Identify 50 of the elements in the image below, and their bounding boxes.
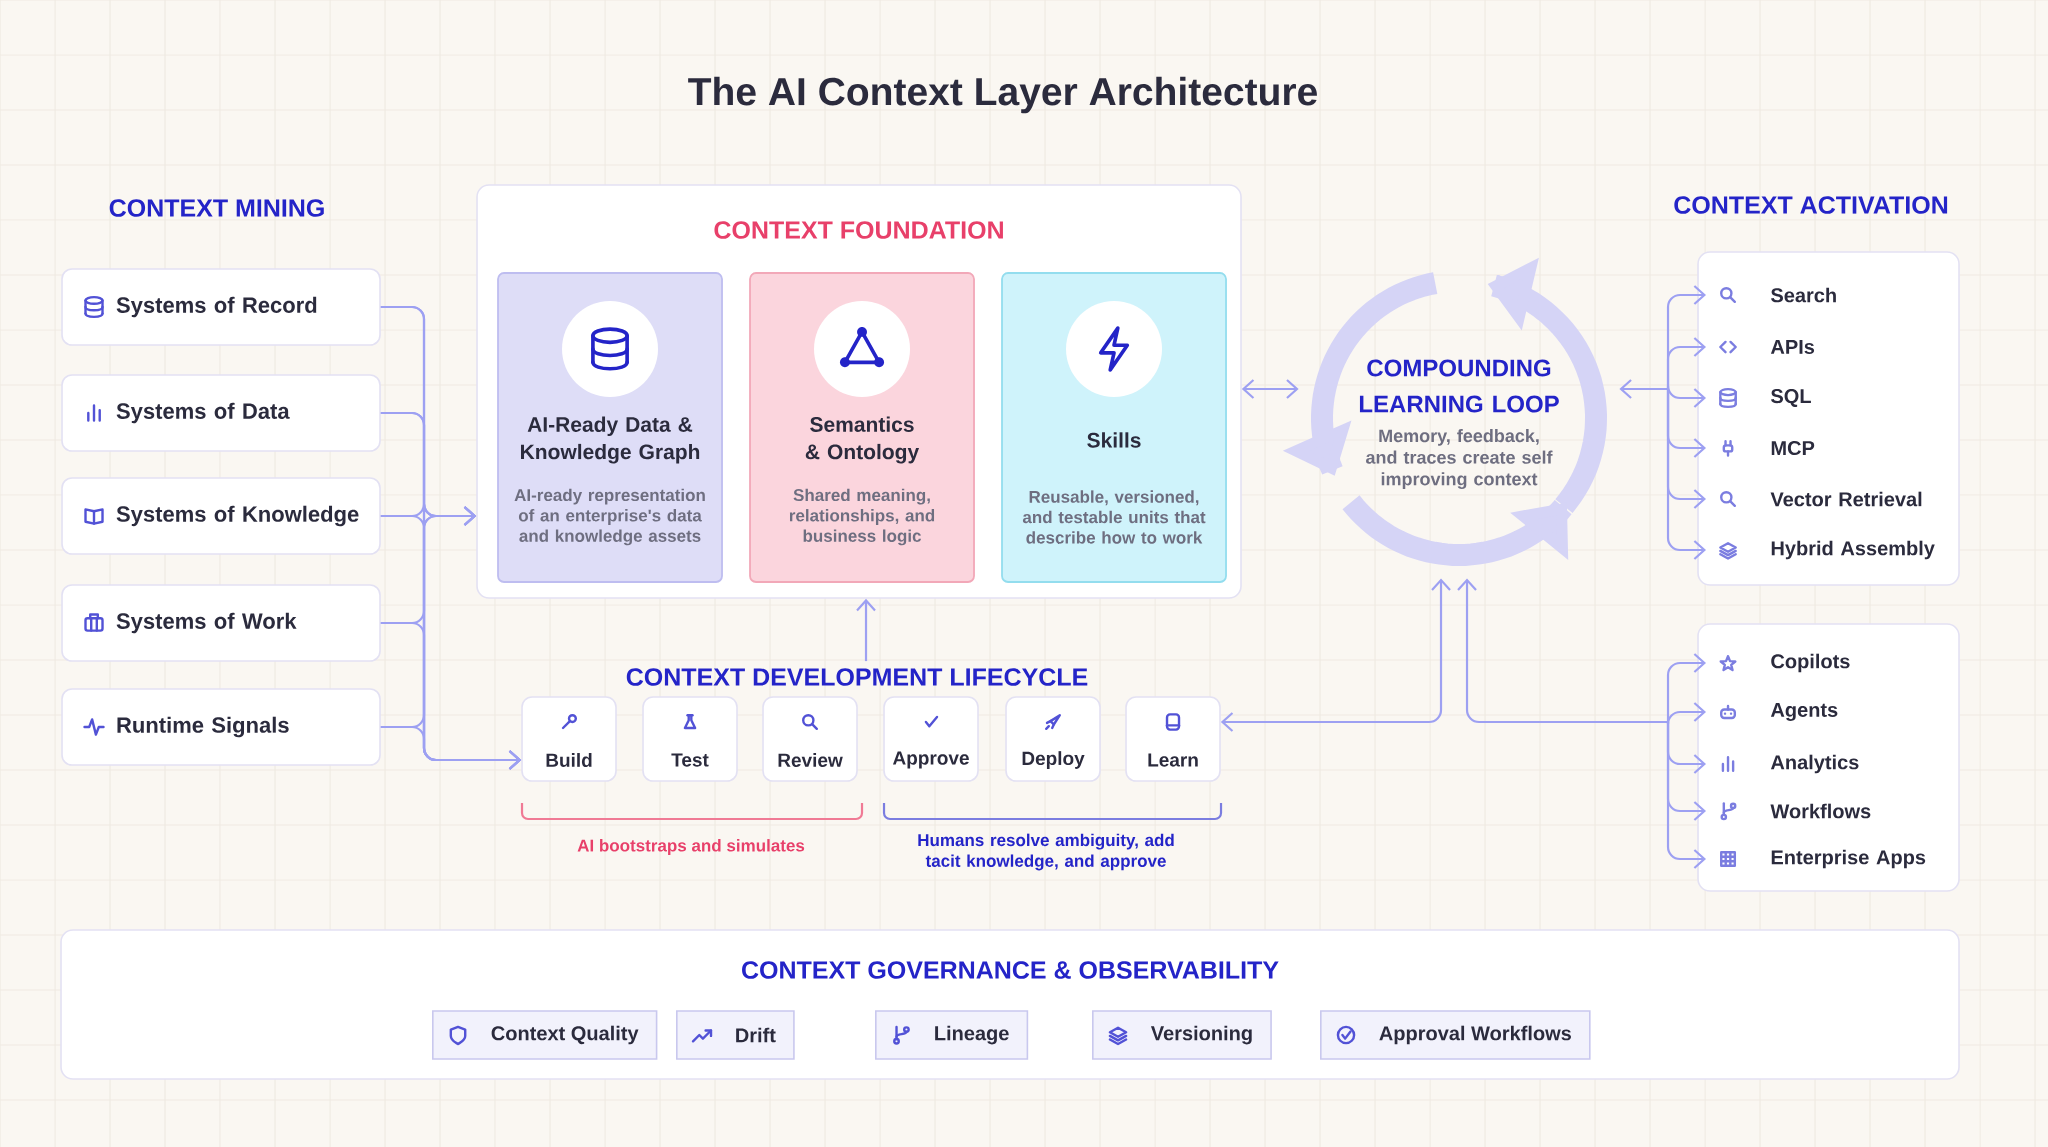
arrow xyxy=(1666,337,1707,389)
source-box: Systems of Work xyxy=(61,584,381,662)
stage-card: Deploy xyxy=(1005,696,1101,782)
activation-item: Enterprise Apps xyxy=(1771,849,1926,869)
activation-item: APIs xyxy=(1770,340,1815,354)
activation-item: SQL xyxy=(1771,389,1811,407)
stage-card: Test xyxy=(642,696,738,782)
layer-card: AI-Ready Data & Knowledge Graph AI-ready representation of an enterprise's data and knowledge assets xyxy=(497,272,723,583)
section-heading: CONTEXT MINING xyxy=(109,199,324,217)
layer-card: Skills Reusable, versioned, and testable units that describe how to work xyxy=(1001,272,1227,583)
arrow xyxy=(1666,389,1707,560)
source-box: Systems of Data xyxy=(61,374,381,452)
arrow xyxy=(1241,379,1299,399)
list-panel xyxy=(1697,623,1960,892)
title: The AI Context Layer Architecture xyxy=(688,76,1317,114)
stage-card: Approve xyxy=(883,696,979,782)
arrow xyxy=(1619,379,1668,399)
source-box: Systems of Knowledge xyxy=(61,477,381,555)
arrow xyxy=(1220,578,1451,732)
activation-item: Copilots xyxy=(1771,653,1850,673)
loop-heading: COMPOUNDING LEARNING LOOP xyxy=(1359,359,1559,413)
arrow xyxy=(856,598,876,662)
activation-item: Hybrid Assembly xyxy=(1771,540,1935,560)
activation-item: Vector Retrieval xyxy=(1770,491,1922,507)
section-heading: CONTEXT DEVELOPMENT LIFECYCLE xyxy=(626,668,1088,686)
activation-item: Workflows xyxy=(1770,803,1871,819)
activation-item: Search xyxy=(1771,287,1836,303)
activation-item: MCP xyxy=(1771,440,1815,456)
loop-description: Memory, feedback, and traces create self improving context xyxy=(1366,428,1553,490)
layer-card: Semantics & Ontology Shared meaning, relationships, and business logic xyxy=(749,272,975,583)
list-panel xyxy=(1697,251,1960,586)
annotation: Humans resolve ambiguity, add tacit knowledge, and approve xyxy=(918,833,1174,871)
governance-chip: Drift xyxy=(676,1010,795,1060)
annotation: AI bootstraps and simulates xyxy=(577,839,805,855)
source-box: Runtime Signals xyxy=(61,688,381,766)
stage-card: Review xyxy=(762,696,858,782)
arrow xyxy=(1666,653,1707,722)
stage-card: Learn xyxy=(1125,696,1221,782)
governance-chip: Approval Workflows xyxy=(1320,1010,1591,1060)
governance-chip: Versioning xyxy=(1092,1010,1272,1060)
governance-chip: Context Quality xyxy=(432,1010,658,1060)
source-box: Systems of Record xyxy=(61,268,381,346)
section-heading: CONTEXT ACTIVATION xyxy=(1674,196,1948,214)
stage-card: Build xyxy=(521,696,617,782)
activation-item: Analytics xyxy=(1770,754,1859,774)
arrow xyxy=(1666,722,1707,869)
activation-item: Agents xyxy=(1770,703,1838,721)
governance-chip: Lineage xyxy=(875,1010,1029,1060)
arrow xyxy=(1457,578,1668,724)
arrow xyxy=(1666,384,1707,408)
